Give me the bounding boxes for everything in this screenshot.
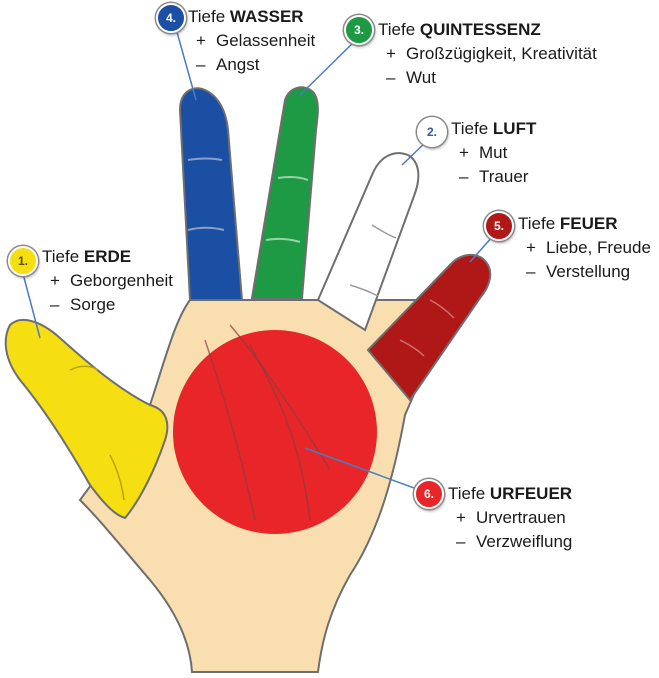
label-plus: +Mut [451,141,536,165]
badge-wasser: 4. [156,3,186,33]
label-plus: +Liebe, Freude [518,236,651,260]
badge-erde: 1. [8,246,38,276]
badge-feuer: 5. [484,211,514,241]
label-title: Tiefe ERDE [42,245,173,269]
label-minus: –Wut [378,66,597,90]
badge-quintessenz: 3. [344,15,374,45]
label-urfeuer: Tiefe URFEUER +Urvertrauen –Verzweiflung [448,482,572,554]
label-feuer: Tiefe FEUER +Liebe, Freude –Verstellung [518,212,651,284]
label-title: Tiefe FEUER [518,212,651,236]
label-title: Tiefe WASSER [188,5,315,29]
badge-urfeuer: 6. [414,479,444,509]
label-plus: +Geborgenheit [42,269,173,293]
label-minus: –Verstellung [518,260,651,284]
label-plus: +Großzügigkeit, Kreativität [378,42,597,66]
label-title: Tiefe URFEUER [448,482,572,506]
label-wasser: Tiefe WASSER +Gelassenheit –Angst [188,5,315,77]
finger-wasser [180,88,242,300]
badge-luft: 2. [417,117,447,147]
label-plus: +Urvertrauen [448,506,572,530]
label-minus: –Trauer [451,165,536,189]
label-luft: Tiefe LUFT +Mut –Trauer [451,117,536,189]
label-title: Tiefe QUINTESSENZ [378,18,597,42]
label-erde: Tiefe ERDE +Geborgenheit –Sorge [42,245,173,317]
label-minus: –Verzweiflung [448,530,572,554]
label-plus: +Gelassenheit [188,29,315,53]
label-title: Tiefe LUFT [451,117,536,141]
label-minus: –Sorge [42,293,173,317]
label-minus: –Angst [188,53,315,77]
finger-quintessenz [252,87,318,298]
label-quintessenz: Tiefe QUINTESSENZ +Großzügigkeit, Kreati… [378,18,597,90]
thumb-erde [6,320,168,518]
palm-circle-urfeuer [173,330,377,534]
